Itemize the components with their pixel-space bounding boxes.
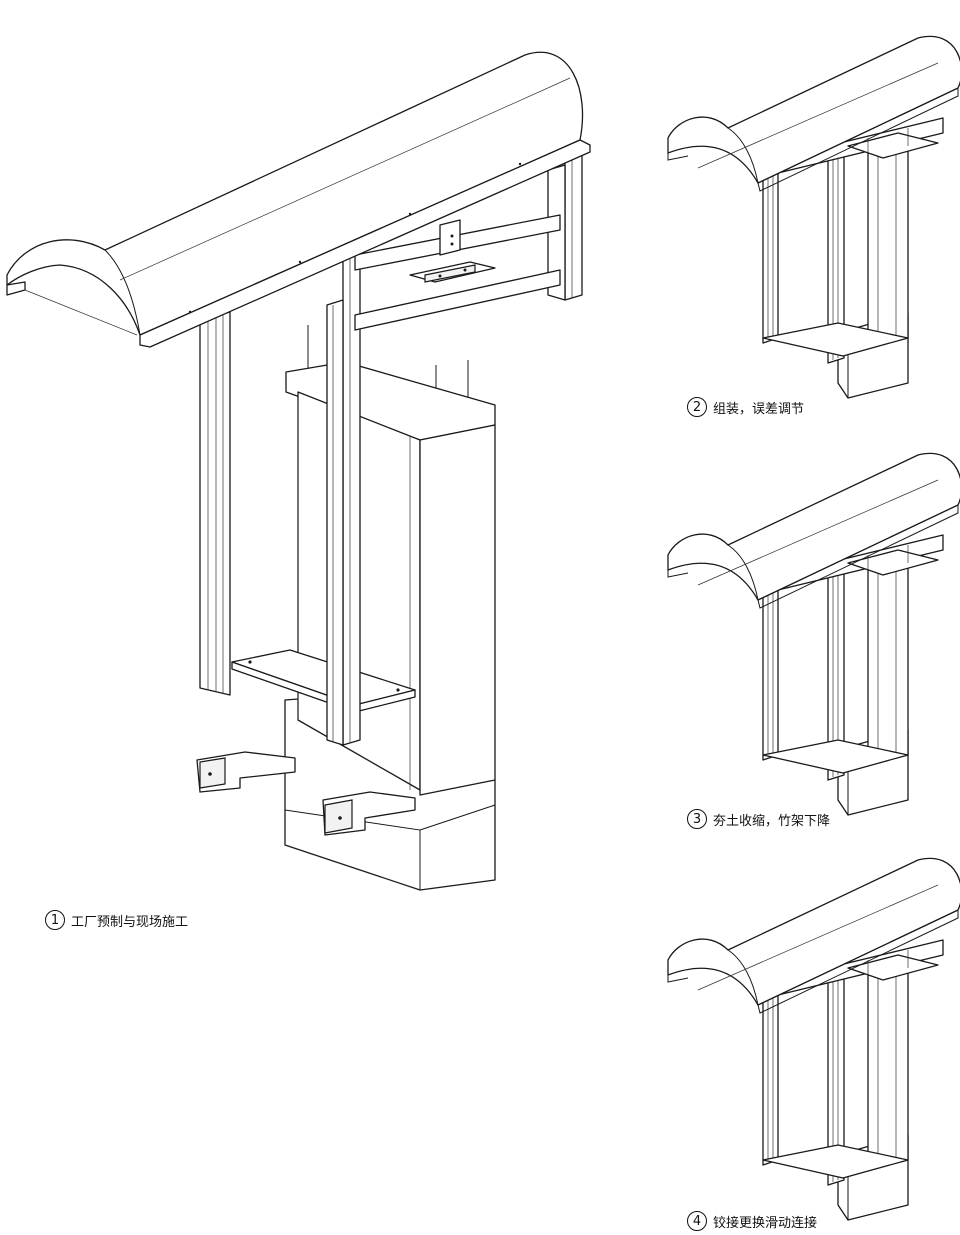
step-3-unit [667,452,960,816]
step-4-unit [667,857,960,1221]
step-label: 夯土收缩，竹架下降 [713,813,831,829]
step-label: 铰接更换滑动连接 [713,1215,818,1231]
step-label: 工厂预制与现场施工 [71,914,189,930]
step-1-caption: 1 工厂预制与现场施工 [45,910,188,930]
step-4-caption: 4 铰接更换滑动连接 [687,1211,817,1231]
step-number-badge: 1 [45,910,65,930]
step-number-badge: 3 [687,809,707,829]
step-number-badge: 2 [687,397,707,417]
step-number-badge: 4 [687,1211,707,1231]
main-exploded-view [6,51,591,891]
step-2-caption: 2 组装，误差调节 [687,397,804,417]
step-label: 组装，误差调节 [713,401,805,417]
step-2-unit [667,35,960,399]
step-3-caption: 3 夯土收缩，竹架下降 [687,809,830,829]
